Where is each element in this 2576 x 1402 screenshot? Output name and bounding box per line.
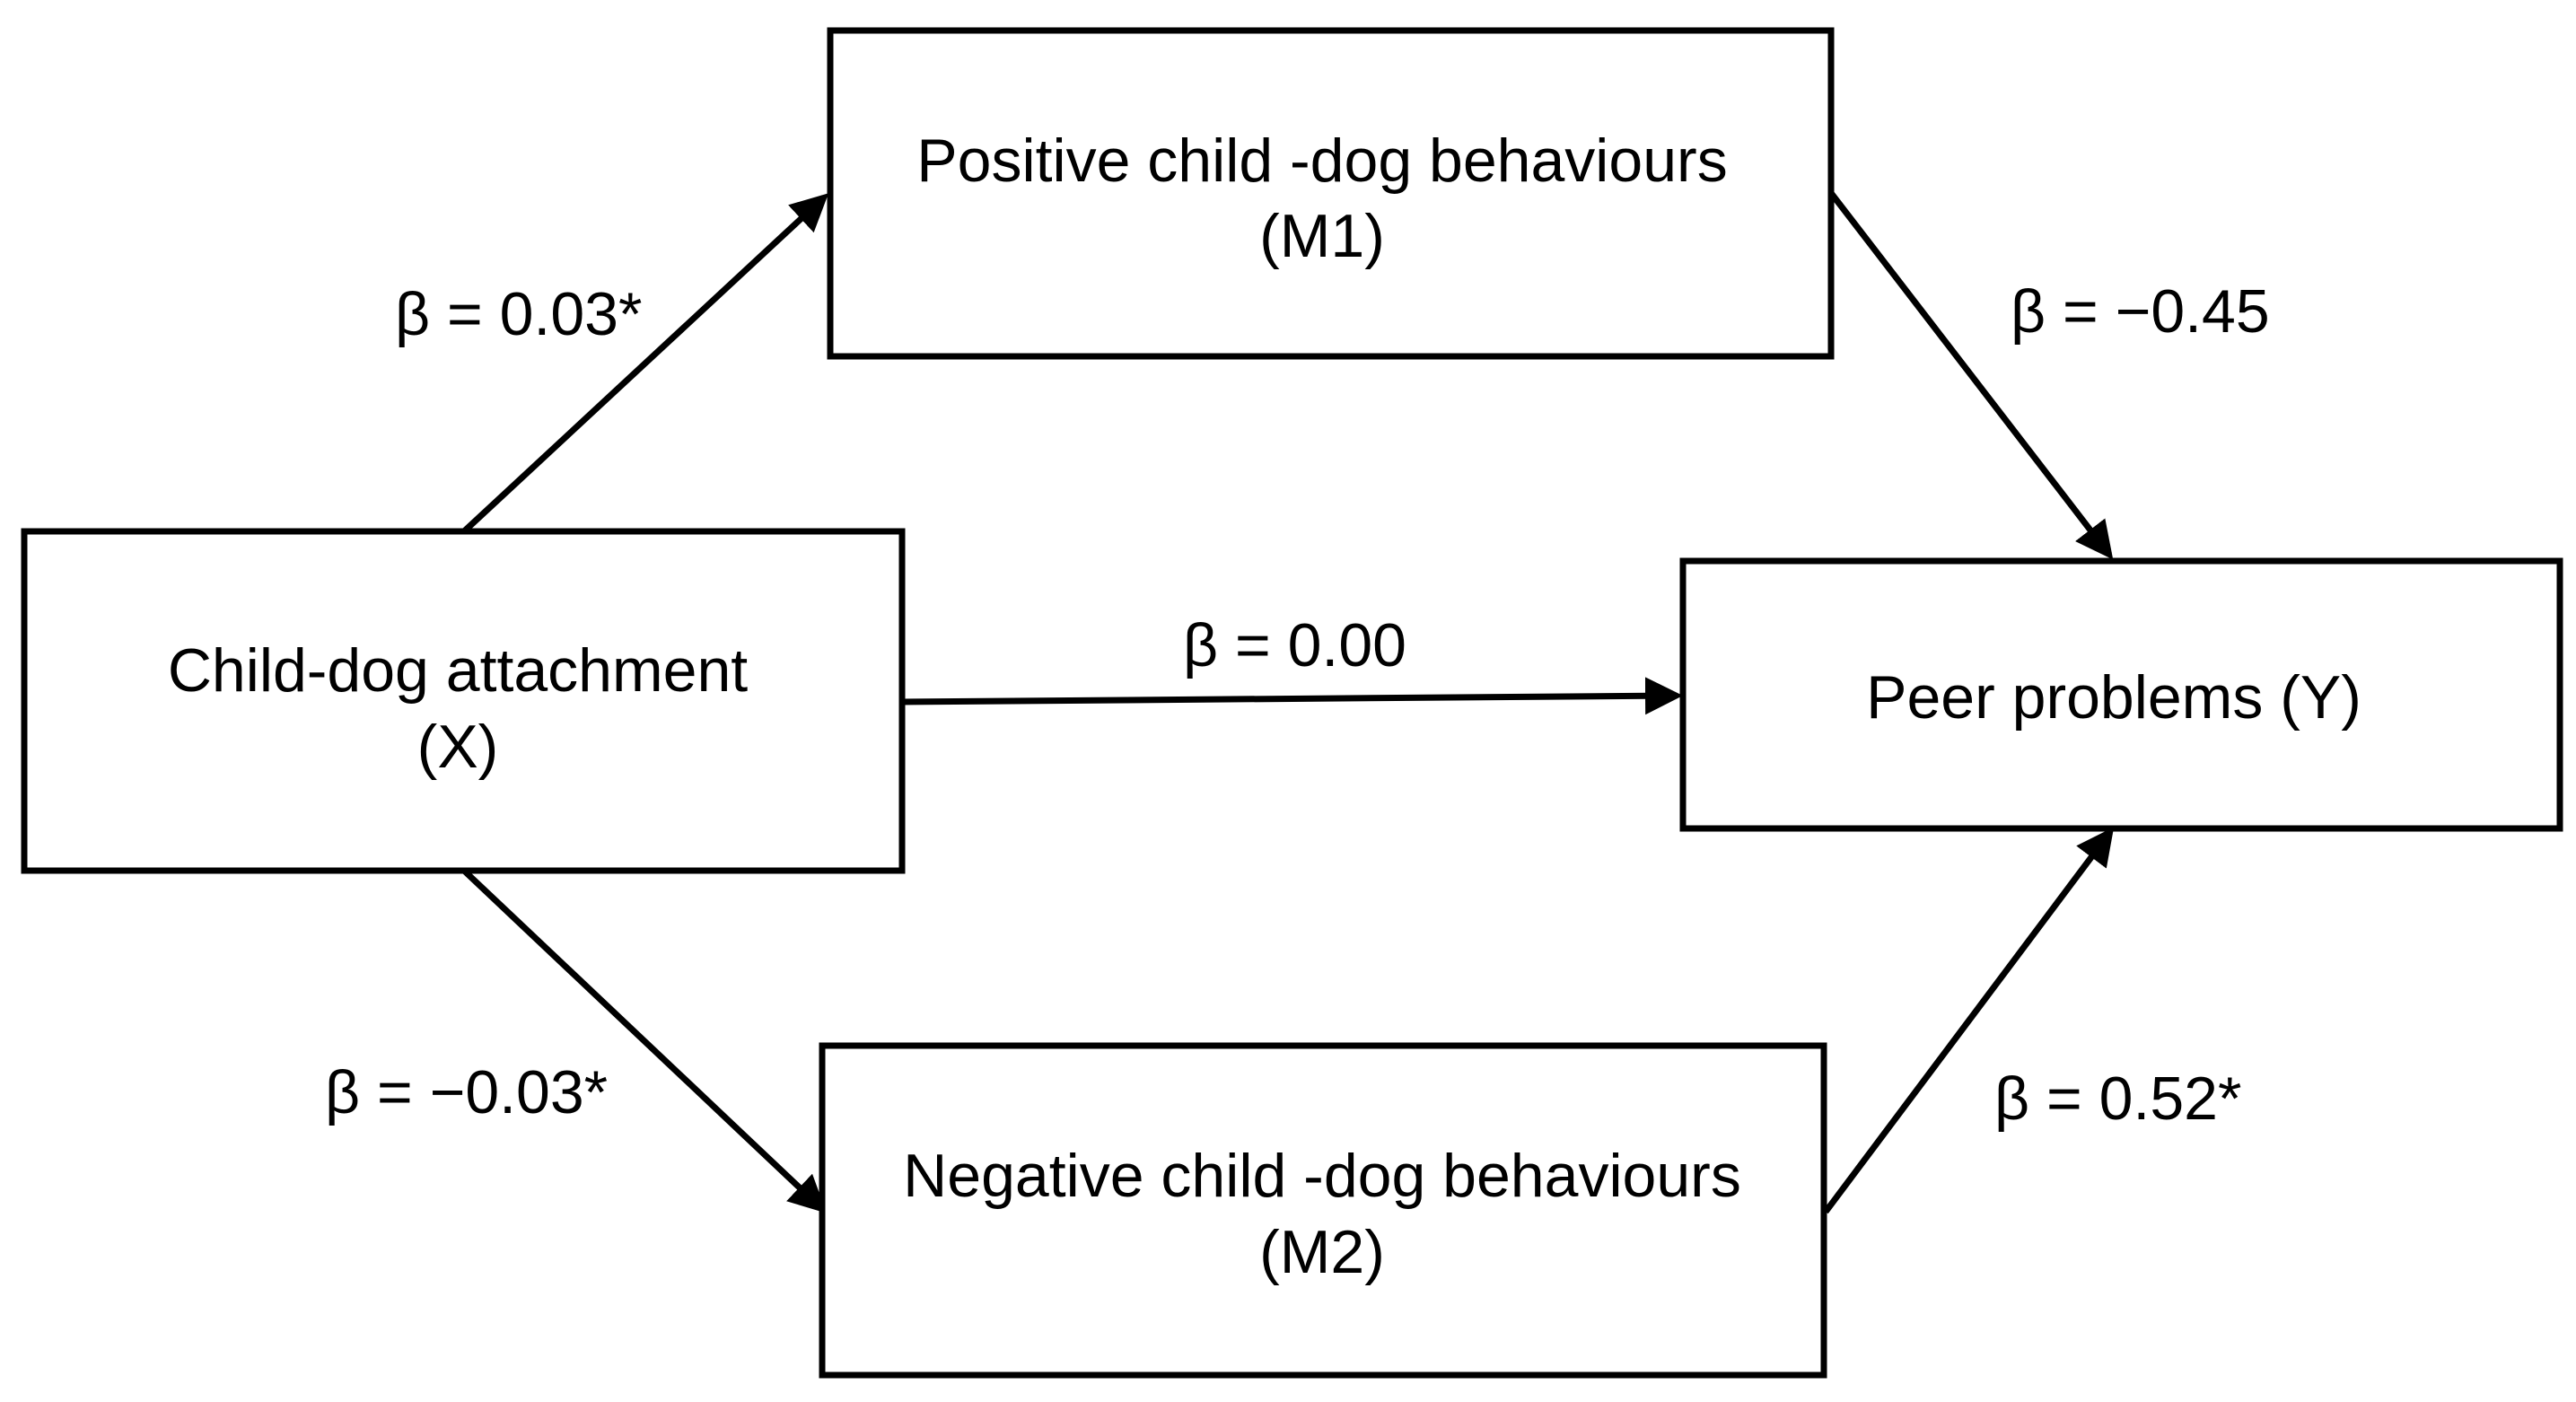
coef-m1-to-y: β = −0.45: [2011, 277, 2270, 346]
m2-label-line2: (M2): [1259, 1218, 1385, 1286]
m1-box: [827, 27, 1835, 360]
m2-box: [819, 1042, 1827, 1379]
m1-label-line1: Positive child -dog behaviours: [916, 127, 1727, 195]
coef-x-to-y: β = 0.00: [1183, 611, 1406, 679]
x-label-line2: (X): [417, 713, 499, 781]
coef-m2-to-y: β = 0.52*: [1994, 1065, 2241, 1133]
x-box: [21, 528, 906, 874]
arrow-m2-to-y: [1823, 827, 2115, 1214]
y-box: [1679, 557, 2563, 832]
m2-label-line1: Negative child -dog behaviours: [903, 1142, 1741, 1210]
y-label: Peer problems (Y): [1866, 663, 2361, 732]
coef-x-to-m1: β = 0.03*: [395, 280, 642, 348]
arrow-x-to-m1: [461, 193, 829, 534]
x-label-line1: Child-dog attachment: [168, 636, 748, 705]
arrow-x-to-m2: [461, 868, 828, 1214]
coef-x-to-m2: β = −0.03*: [325, 1058, 608, 1126]
m1-label-line2: (M1): [1259, 202, 1385, 270]
arrow-m1-to-y: [1828, 190, 2114, 560]
arrow-x-to-y: [900, 677, 1683, 715]
